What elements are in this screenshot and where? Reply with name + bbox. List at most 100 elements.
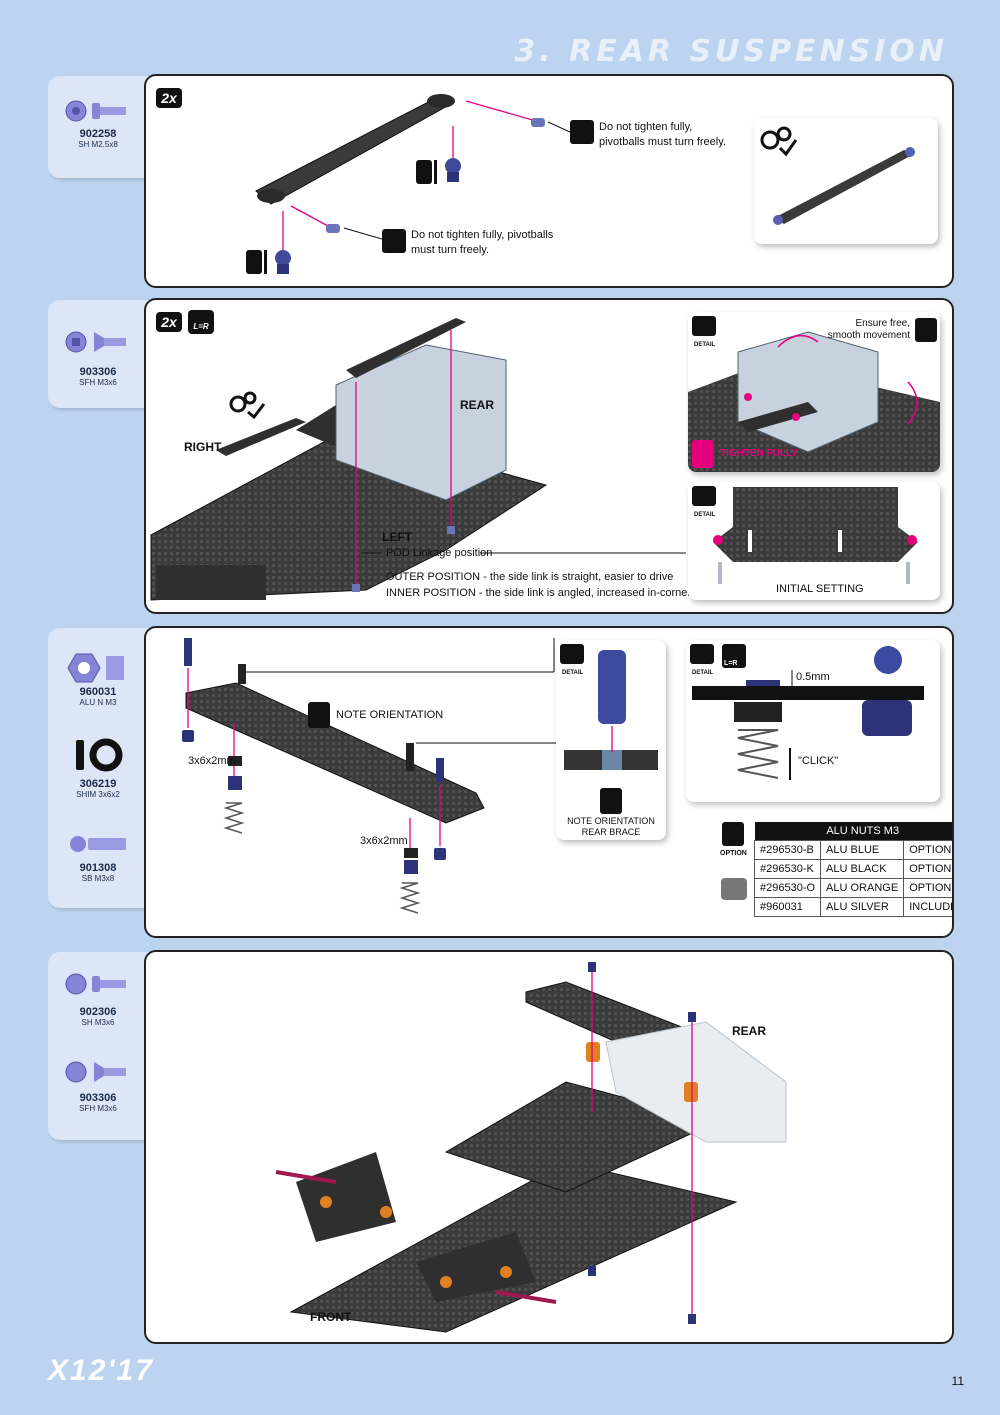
part-number: 960031 <box>79 686 117 698</box>
rear-brace-drawing <box>182 638 598 914</box>
qty-badge: 2x <box>156 312 182 332</box>
inset-detail-movement: DETAIL Ensure free, smooth movement TIGH… <box>688 312 940 472</box>
gap-label: 0.5mm <box>796 671 830 683</box>
part-desc: SFH M3x6 <box>79 1104 117 1113</box>
gears-check-icon <box>229 391 266 420</box>
flathead-screw-icon <box>65 331 126 353</box>
part-903306: 903306 SFH M3x6 <box>48 366 148 387</box>
step2-panel: 2x L=R RIGHT REAR LEFT POD Linkage posit… <box>144 298 954 614</box>
page-number: 11 <box>951 1374 964 1388</box>
part-number: 902258 <box>79 128 117 140</box>
magnifier-icon <box>692 486 716 506</box>
part-desc: SHIM 3x6x2 <box>76 790 120 799</box>
warning-icon <box>600 788 622 814</box>
tighten-fully-label: TIGHTEN FULLY <box>720 448 798 459</box>
parts-tab-step3: 960031 ALU N M3 306219 SHIM 3x6x2 901308… <box>48 628 158 908</box>
table-header: ALU NUTS M3 <box>754 822 952 841</box>
gears-check-icon <box>760 126 798 157</box>
pod-linkage-label: POD Linkage position <box>386 547 493 559</box>
click-label: "CLICK" <box>798 755 839 767</box>
label-left: LEFT <box>382 530 412 544</box>
screw-icon <box>70 836 126 852</box>
note-pivot-bottom: Do not tighten fully, pivotballs must tu… <box>411 229 554 256</box>
ensure-free-note: Ensure free, smooth movement <box>827 318 910 341</box>
part-desc: SH M2.5x8 <box>78 140 118 149</box>
magnifier-icon <box>560 644 584 664</box>
magnifier-icon <box>690 644 714 664</box>
screw-icons <box>65 973 126 1083</box>
alu-nut-icon <box>721 878 747 900</box>
detail-movement-drawing <box>688 316 940 472</box>
left-equals-right-badge: L=R <box>724 660 738 667</box>
label-rear: REAR <box>460 398 495 412</box>
part-desc: SB M3x8 <box>81 874 115 883</box>
rear-brace-note: NOTE ORIENTATION REAR BRACE <box>567 816 655 837</box>
part-number: 902306 <box>79 1006 117 1018</box>
screw-icon <box>65 973 126 995</box>
detail-label: DETAIL <box>562 670 584 676</box>
inset-initial-setting: DETAIL INITIAL SETTING <box>688 482 940 600</box>
part-number: 903306 <box>79 366 117 378</box>
detail-label: DETAIL <box>694 512 716 518</box>
part-902306: 902306 SH M3x6 <box>48 1006 148 1027</box>
parts-tab-step4: 902306 SH M3x6 903306 SFH M3x6 <box>48 952 158 1140</box>
part-number: 306219 <box>79 778 117 790</box>
part-903306: 903306 SFH M3x6 <box>48 1092 148 1113</box>
inner-position-note: INNER POSITION - the side link is angled… <box>386 587 734 599</box>
initial-setting-label: INITIAL SETTING <box>776 583 864 595</box>
part-902258: 902258 SH M2.5x8 <box>48 128 148 149</box>
parts-tab-step2: 903306 SFH M3x6 <box>48 300 158 408</box>
step3-panel: NOTE ORIENTATION 3x6x2mm 3x6x2mm DETAIL … <box>144 626 954 938</box>
ball-gap-drawing <box>690 644 924 780</box>
warning-icon <box>308 702 330 728</box>
part-desc: SH M3x6 <box>81 1018 115 1027</box>
rear-link-drawing <box>246 94 594 274</box>
section-title: 3. REAR SUSPENSION <box>514 34 948 69</box>
full-chassis-drawing <box>275 962 787 1333</box>
magnifier-icon <box>692 316 716 336</box>
label-right: RIGHT <box>184 440 222 454</box>
parts-tab-step1: 902258 SH M2.5x8 <box>48 76 158 178</box>
shim-label-2: 3x6x2mm <box>360 835 408 847</box>
thumbs-up-icon <box>722 822 744 846</box>
part-number: 903306 <box>79 1092 117 1104</box>
assembled-link-drawing <box>760 126 915 225</box>
part-desc: SFH M3x6 <box>79 378 117 387</box>
note-orientation-label: NOTE ORIENTATION <box>336 709 444 721</box>
shim-icon <box>76 738 123 772</box>
option-label: OPTION <box>720 850 747 857</box>
nut-icon <box>67 653 124 683</box>
part-901308: 901308 SB M3x8 <box>48 862 148 883</box>
outer-position-note: OUTER POSITION - the side link is straig… <box>386 571 674 583</box>
initial-setting-drawing <box>692 486 918 584</box>
qty-badge: 2x <box>156 88 182 108</box>
screw-icon <box>65 100 126 122</box>
left-equals-right-badge: L=R <box>188 310 214 334</box>
part-306219: 306219 SHIM 3x6x2 <box>48 778 148 799</box>
step1-panel: 2x Do not tighten fully, pivotballs must… <box>144 74 954 288</box>
inset-ball-gap: DETAIL L=R 0.5mm "CLICK" <box>686 640 940 802</box>
flathead-screw-icon <box>65 1061 126 1083</box>
label-front: FRONT <box>310 1310 352 1324</box>
inset-assembled-link <box>754 118 938 244</box>
detail-label: DETAIL <box>692 670 714 676</box>
brand-logo: X12'17 <box>48 1354 154 1387</box>
nut-shim-screw-icons <box>67 653 126 852</box>
step4-panel: REAR FRONT <box>144 950 954 1344</box>
chassis-rear-pod-drawing <box>150 318 686 601</box>
note-pivot-top: Do not tighten fully, pivotballs must tu… <box>599 121 726 148</box>
inset-rear-brace-orientation: DETAIL NOTE ORIENTATION REAR BRACE <box>556 640 666 840</box>
warning-icon <box>692 440 714 468</box>
brace-orientation-drawing <box>560 644 658 814</box>
part-desc: ALU N M3 <box>79 698 117 707</box>
part-960031: 960031 ALU N M3 <box>48 686 148 707</box>
part-number: 901308 <box>79 862 117 874</box>
label-rear: REAR <box>732 1024 767 1038</box>
shim-label-1: 3x6x2mm <box>188 755 236 767</box>
detail-label: DETAIL <box>694 342 716 348</box>
